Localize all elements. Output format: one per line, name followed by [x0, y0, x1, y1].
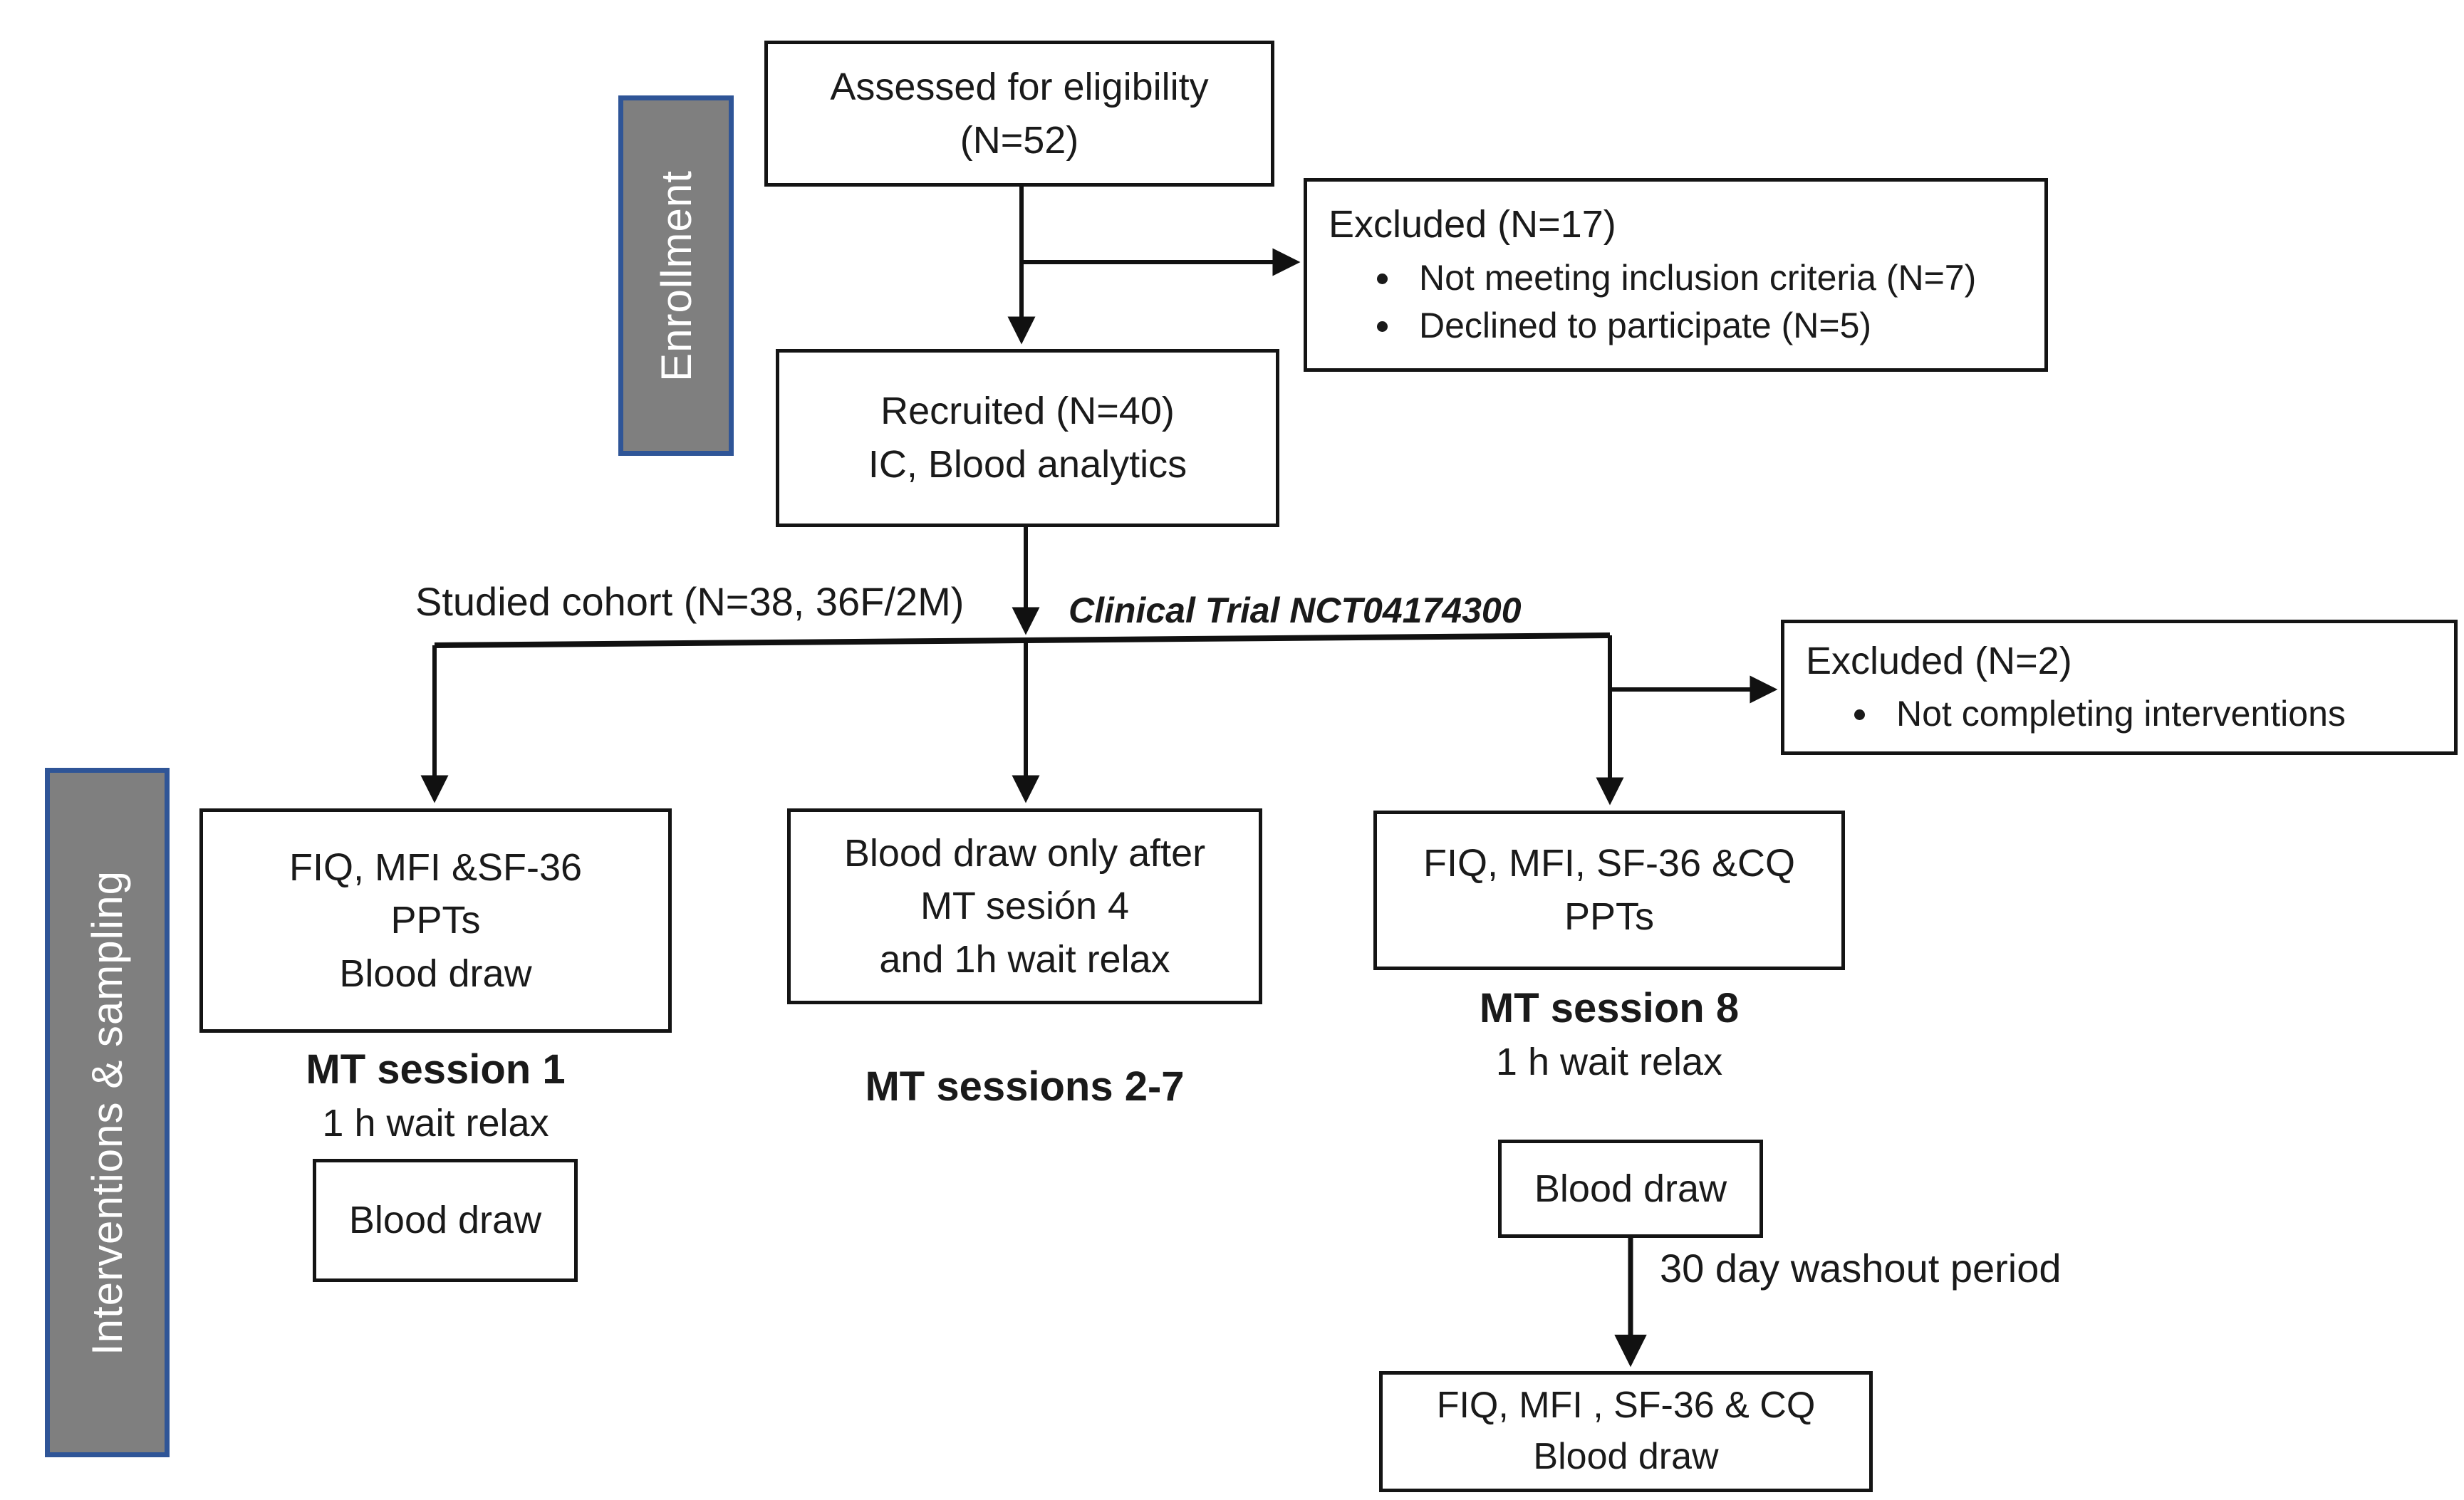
arm3-line2: PPTs	[1564, 895, 1655, 938]
box-assessed-for-eligibility: Assessed for eligibility (N=52)	[764, 41, 1274, 187]
excluded-enrollment-bullet-list: Not meeting inclusion criteria (N=7) Dec…	[1329, 254, 2030, 350]
washout-period-label: 30 day washout period	[1660, 1246, 2062, 1291]
mt-session-8-wait-label: 1 h wait relax	[1495, 1041, 1723, 1083]
excluded-interventions-title: Excluded (N=2)	[1806, 640, 2072, 683]
section-label-enrollment-text: Enrollment	[652, 170, 700, 382]
box-arm2-assessments: Blood draw only after MT sesión 4 and 1h…	[787, 808, 1262, 1004]
assessed-line2: (N=52)	[960, 118, 1079, 162]
arm3-blood-draw-text: Blood draw	[1534, 1167, 1727, 1210]
arm1-line3: Blood draw	[339, 952, 532, 995]
box-arm1-blood-draw: Blood draw	[313, 1159, 578, 1282]
mt-session-1-label: MT session 1	[306, 1046, 566, 1093]
arm1-line1: FIQ, MFI &SF-36	[288, 845, 583, 889]
arm1-line2: PPTs	[390, 899, 481, 942]
studied-cohort-label: Studied cohort (N=38, 36F/2M)	[415, 579, 965, 624]
assessed-line1: Assessed for eligibility	[830, 65, 1209, 108]
box-arm1-assessments: FIQ, MFI &SF-36 PPTs Blood draw	[199, 808, 672, 1033]
box-followup: FIQ, MFI , SF-36 & CQ Blood draw	[1379, 1371, 1873, 1492]
recruited-line1: Recruited (N=40)	[880, 390, 1175, 433]
arm2-line2: MT sesión 4	[920, 885, 1130, 928]
mt-session-1-wait-label: 1 h wait relax	[322, 1102, 549, 1145]
arm2-line1: Blood draw only after	[843, 831, 1206, 875]
box-excluded-interventions: Excluded (N=2) Not completing interventi…	[1781, 620, 2458, 755]
arm1-blood-draw-text: Blood draw	[348, 1199, 542, 1242]
section-label-interventions-sampling: Interventions & sampling	[45, 768, 170, 1457]
followup-line2: Blood draw	[1533, 1436, 1719, 1477]
excluded-enrollment-bullet: Not meeting inclusion criteria (N=7)	[1403, 254, 2030, 303]
mt-sessions-2-7-label: MT sessions 2-7	[865, 1063, 1185, 1110]
box-excluded-enrollment: Excluded (N=17) Not meeting inclusion cr…	[1304, 178, 2048, 372]
excluded-enrollment-title: Excluded (N=17)	[1329, 203, 1616, 246]
arm3-line1: FIQ, MFI, SF-36 &CQ	[1423, 842, 1796, 885]
excluded-interventions-bullet: Not completing interventions	[1881, 690, 2440, 739]
section-label-interventions-sampling-text: Interventions & sampling	[83, 870, 132, 1355]
clinical-trial-label: Clinical Trial NCT04174300	[1069, 590, 1522, 630]
recruited-line2: IC, Blood analytics	[868, 443, 1187, 486]
box-arm3-blood-draw: Blood draw	[1498, 1140, 1763, 1238]
followup-line1: FIQ, MFI , SF-36 & CQ	[1436, 1385, 1816, 1427]
section-label-enrollment: Enrollment	[618, 95, 734, 456]
excluded-interventions-bullet-list: Not completing interventions	[1806, 690, 2440, 739]
box-recruited: Recruited (N=40) IC, Blood analytics	[776, 349, 1279, 527]
box-arm3-assessments: FIQ, MFI, SF-36 &CQ PPTs	[1373, 811, 1845, 970]
excluded-enrollment-bullet: Declined to participate (N=5)	[1403, 302, 2030, 350]
arm2-line3: and 1h wait relax	[879, 937, 1170, 981]
mt-session-8-label: MT session 8	[1479, 985, 1740, 1031]
